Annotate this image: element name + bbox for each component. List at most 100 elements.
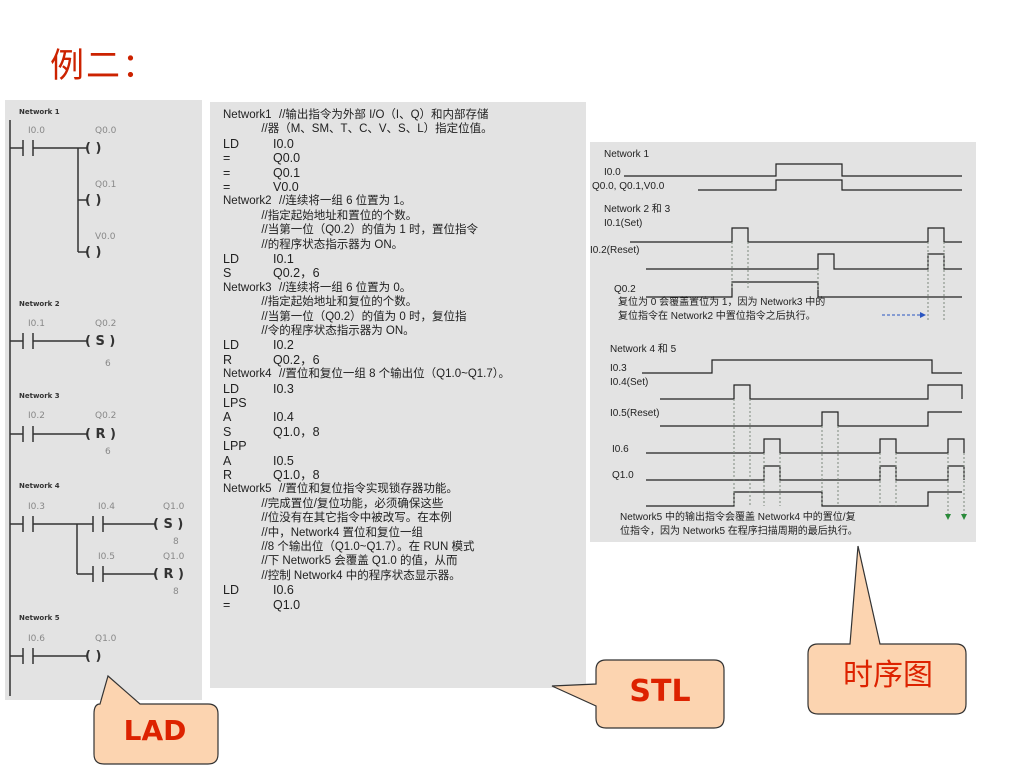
timing-signal-q00: Q0.0, Q0.1,V0.0 — [592, 181, 665, 192]
stl-operand: //指定起始地址和复位的个数。 — [223, 296, 418, 309]
stl-mnemonic: S — [223, 266, 232, 281]
lad-coil-q02s-count: 6 — [105, 359, 111, 369]
stl-mnemonic: LD — [223, 583, 239, 598]
lad-coil-q10r-label: Q1.0 — [163, 552, 185, 562]
stl-operand: //连续将一组 6 位置为 1。 — [279, 195, 412, 208]
lad-contact-i01: I0.1 — [28, 319, 45, 329]
stl-operand: I0.2 — [273, 338, 294, 353]
stl-operand: Q0.2，6 — [273, 352, 320, 367]
stl-mnemonic: S — [223, 424, 232, 439]
stl-operand: //当第一位（Q0.2）的值为 1 时，置位指令 — [223, 224, 478, 237]
stl-operand: //当第一位（Q0.2）的值为 0 时，复位指 — [223, 310, 467, 323]
timing-network23-title: Network 2 和 3 — [604, 203, 671, 215]
lad-coil-q01-label: Q0.1 — [95, 180, 116, 190]
stl-callout-label: STL — [629, 674, 691, 709]
timing-panel: Network 1 I0.0 Q0.0, Q0.1,V0.0 Network 2… — [590, 142, 976, 542]
timing-signal-i03: I0.3 — [610, 363, 627, 374]
stl-operand: I0.6 — [273, 583, 294, 598]
stl-mnemonic: Network3 — [223, 281, 272, 294]
stl-mnemonic: R — [223, 468, 233, 482]
lad-contact-i05: I0.5 — [98, 552, 115, 562]
stl-operand: //的程序状态指示器为 ON。 — [223, 238, 404, 251]
lad-coil-q10s-label: Q1.0 — [163, 502, 185, 512]
lad-network1-header: Network 1 — [19, 108, 60, 116]
lad-panel: Network 1 I0.0 Q0.0 ( ) Q0.1 ( ) V0.0 ( … — [5, 100, 202, 700]
timing-note-2-line1: 复位为 0 会覆盖置位为 1，因为 Network3 中的 — [618, 295, 825, 308]
timing-markers — [945, 514, 967, 520]
stl-mnemonic: = — [223, 151, 231, 166]
stl-mnemonic: LD — [223, 136, 239, 151]
lad-network4-header: Network 4 — [19, 482, 60, 490]
stl-operand: //位没有在其它指令中被改写。在本例 — [223, 512, 452, 525]
stl-operand: //8 个输出位（Q1.0~Q1.7）。在 RUN 模式 — [223, 541, 475, 553]
stl-operand: //连续将一组 6 位置为 0。 — [279, 281, 412, 294]
lad-coil-q01: ( ) — [85, 193, 101, 208]
stl-operand: //下 Network5 会覆盖 Q1.0 的值，从而 — [223, 555, 458, 568]
stl-panel: Network1 //输出指令为外部 I/O（I、Q）和内部存储 //器（M、SM… — [210, 102, 586, 688]
stl-mnemonic: R — [223, 352, 233, 367]
timing-network45-title: Network 4 和 5 — [610, 343, 677, 355]
stl-mnemonic: Network4 — [223, 368, 272, 381]
stl-operand: I0.5 — [273, 453, 294, 468]
timing-note-3-line2: 位指令，因为 Network5 在程序扫描周期的最后执行。 — [620, 524, 858, 537]
timing-callout-label: 时序图 — [843, 658, 933, 693]
stl-mnemonic: LPP — [223, 439, 247, 454]
stl-operand: Q0.2，6 — [273, 266, 320, 281]
timing-signal-q10: Q1.0 — [612, 470, 634, 481]
lad-coil-q10r: ( R ) — [153, 567, 184, 582]
stl-mnemonic: LPS — [223, 396, 247, 410]
stl-operand: Q1.0，8 — [273, 468, 320, 482]
stl-operand: //置位和复位指令实现锁存器功能。 — [279, 483, 458, 496]
stl-mnemonic: = — [223, 165, 231, 180]
stl-mnemonic: A — [223, 410, 232, 425]
lad-coil-q00: ( ) — [85, 141, 101, 156]
lad-coil-q02s: ( S ) — [85, 334, 115, 349]
lad-contact-i02: I0.2 — [28, 411, 45, 421]
lad-coil-q10-label: Q1.0 — [95, 634, 117, 644]
timing-diagram: Network 1 I0.0 Q0.0, Q0.1,V0.0 Network 2… — [590, 149, 967, 537]
ladder-diagram: Network 1 I0.0 Q0.0 ( ) Q0.1 ( ) V0.0 ( … — [9, 108, 185, 696]
lad-contact-i04: I0.4 — [98, 502, 115, 512]
stl-operand: I0.4 — [273, 410, 294, 425]
lad-coil-q10: ( ) — [85, 649, 101, 664]
lad-contact-i06: I0.6 — [28, 634, 45, 644]
lad-coil-q02r: ( R ) — [85, 427, 116, 442]
stl-operand: //令的程序状态指示器为 ON。 — [223, 325, 415, 337]
stl-operand: //器（M、SM、T、C、V、S、L）指定位值。 — [223, 123, 493, 136]
lad-contact-i03: I0.3 — [28, 502, 45, 512]
stl-mnemonic: LD — [223, 381, 239, 396]
lad-coil-q00-label: Q0.0 — [95, 126, 117, 136]
stl-mnemonic: LD — [223, 338, 239, 353]
stl-operand: Q1.0，8 — [273, 424, 320, 439]
lad-coil-q02r-label: Q0.2 — [95, 411, 116, 421]
lad-network5-header: Network 5 — [19, 614, 60, 622]
timing-network1-title: Network 1 — [604, 149, 649, 160]
timing-signal-i02: I0.2(Reset) — [590, 245, 639, 256]
lad-coil-q10s: ( S ) — [153, 517, 183, 532]
stl-mnemonic: Network1 — [223, 109, 272, 121]
stl-operand: Q0.0 — [273, 151, 301, 166]
timing-note-3-line1: Network5 中的输出指令会覆盖 Network4 中的置位/复 — [620, 510, 856, 523]
lad-coil-q10r-count: 8 — [173, 587, 179, 597]
stl-operand: //控制 Network4 中的程序状态显示器。 — [223, 569, 461, 582]
stl-operand: //完成置位/复位功能，必须确保这些 — [223, 497, 444, 510]
timing-signal-i05: I0.5(Reset) — [610, 408, 659, 419]
stl-operand: V0.0 — [273, 180, 299, 194]
slide-title: 例二： — [50, 46, 158, 86]
stl-operand: //指定起始地址和置位的个数。 — [223, 209, 418, 222]
timing-signal-i01: I0.1(Set) — [604, 218, 642, 229]
stl-mnemonic: Network5 — [223, 483, 272, 496]
lad-contact-i00: I0.0 — [28, 126, 45, 136]
stl-mnemonic: LD — [223, 252, 239, 266]
stl-operand: I0.1 — [273, 252, 294, 266]
lad-coil-q02r-count: 6 — [105, 447, 111, 457]
lad-coil-v00-label: V0.0 — [95, 232, 116, 242]
stl-operand: //输出指令为外部 I/O（I、Q）和内部存储 — [279, 109, 489, 121]
stl-operand: I0.3 — [273, 381, 294, 396]
timing-signal-i00: I0.0 — [604, 167, 621, 178]
stl-operand: I0.0 — [273, 136, 294, 151]
lad-network3-header: Network 3 — [19, 392, 60, 400]
lad-callout-label: LAD — [123, 714, 187, 747]
lad-coil-v00: ( ) — [85, 245, 101, 260]
stl-operand: Q0.1 — [273, 165, 301, 180]
